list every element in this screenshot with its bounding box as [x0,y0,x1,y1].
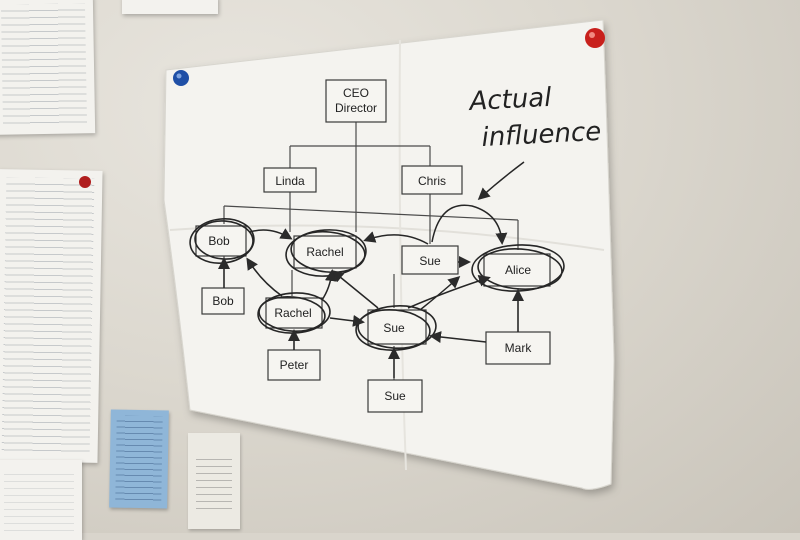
ceo-box [325,79,387,123]
chris-box [401,165,463,195]
linda-label: Linda [275,174,305,188]
ceo-label-line1: CEO [343,86,369,100]
rachel-mid-box [265,297,323,329]
annotation-line1: Actual [467,83,553,117]
sue-bottom-label: Sue [384,389,406,403]
sue-top-label: Sue [419,254,441,268]
influence-arrows [218,161,525,378]
linda-box [263,167,317,193]
annotation: Actual influence [467,83,602,153]
rachel-top-box [293,235,357,269]
mark-label: Mark [505,341,533,355]
small-note [188,433,240,529]
alice-box [483,253,551,287]
peter-label: Peter [280,358,309,372]
peter-box [267,349,321,381]
wall-note-top [122,0,218,14]
alice-label: Alice [505,263,531,277]
mark-box [485,331,551,365]
annotation-line2: influence [481,117,602,153]
chris-label: Chris [418,174,446,188]
bob-bottom-box [201,287,245,315]
bob-bottom-label: Bob [212,294,234,308]
sue-top-box [401,245,459,275]
sue-mid-label: Sue [383,321,405,335]
pin-red-icon [585,28,605,48]
rachel-top-label: Rachel [306,245,343,259]
pin-blue-icon [173,70,189,86]
wall-note-bottom-left [0,460,82,540]
ceo-label-line2: Director [335,101,377,115]
sue-bottom-box [367,379,423,413]
bob-top-label: Bob [208,234,230,248]
rachel-mid-label: Rachel [274,306,311,320]
pin-red-icon [79,176,91,188]
